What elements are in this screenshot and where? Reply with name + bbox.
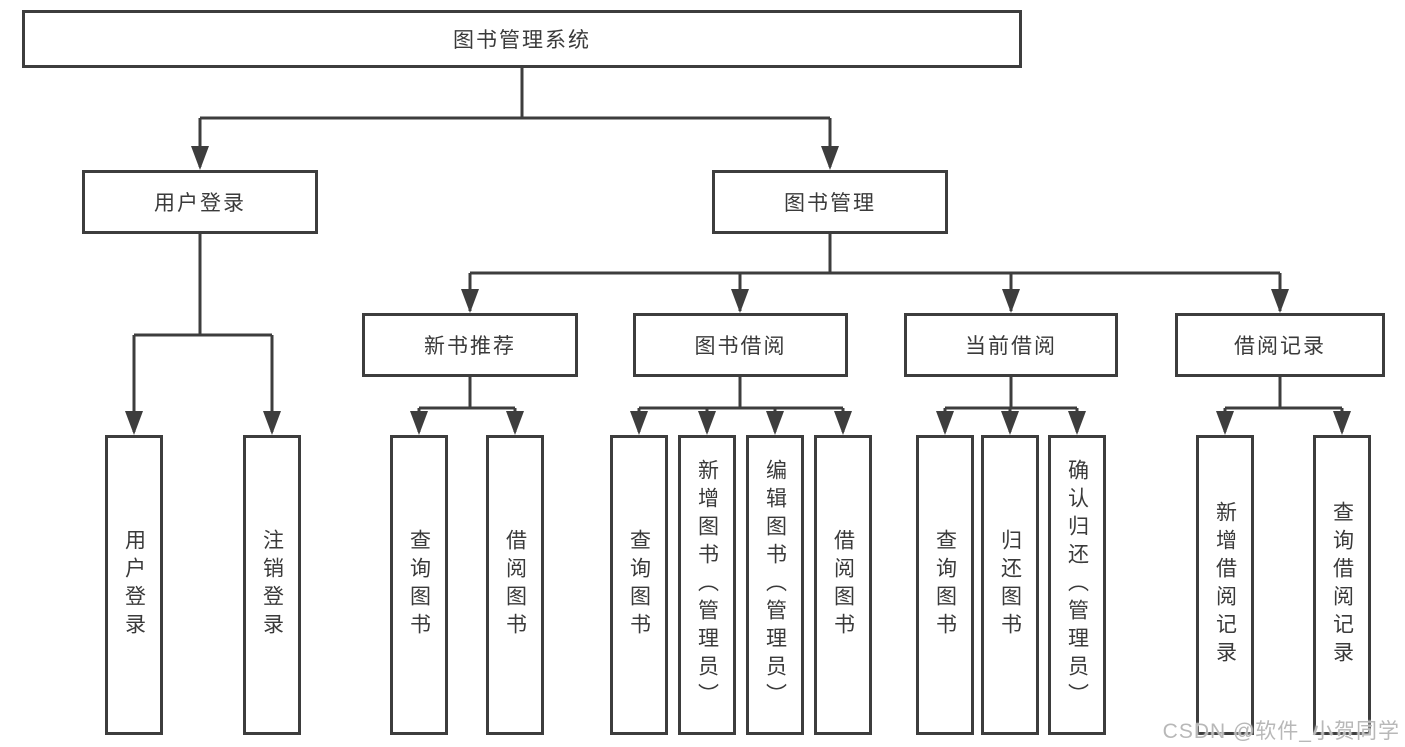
leaf-add-book-admin: 新增图书（管理员） <box>678 435 736 735</box>
leaf-query-books-current-label: 查询图书 <box>933 529 957 641</box>
leaf-add-book-admin-label: 新增图书（管理员） <box>695 459 719 711</box>
leaf-return-books-label: 归还图书 <box>998 529 1022 641</box>
leaf-query-books-recommend: 查询图书 <box>390 435 448 735</box>
node-borrowing-records: 借阅记录 <box>1175 313 1385 377</box>
leaf-confirm-return-admin-label: 确认归还（管理员） <box>1065 459 1089 711</box>
leaf-query-books-borrowing-label: 查询图书 <box>627 529 651 641</box>
leaf-confirm-return-admin: 确认归还（管理员） <box>1048 435 1106 735</box>
leaf-borrow-books-recommend: 借阅图书 <box>486 435 544 735</box>
node-borrowing-records-label: 借阅记录 <box>1234 335 1326 358</box>
leaf-query-books-borrowing: 查询图书 <box>610 435 668 735</box>
leaf-query-borrow-record-label: 查询借阅记录 <box>1330 501 1354 669</box>
leaf-logout: 注销登录 <box>243 435 301 735</box>
node-current-borrowing-label: 当前借阅 <box>965 335 1057 358</box>
node-book-management: 图书管理 <box>712 170 948 234</box>
arrowheads <box>125 146 1351 435</box>
leaf-add-borrow-record: 新增借阅记录 <box>1196 435 1254 735</box>
leaf-add-borrow-record-label: 新增借阅记录 <box>1213 501 1237 669</box>
node-root: 图书管理系统 <box>22 10 1022 68</box>
node-root-label: 图书管理系统 <box>453 29 591 52</box>
leaf-edit-book-admin-label: 编辑图书（管理员） <box>763 459 787 711</box>
csdn-watermark: CSDN @软件_小贺同学 <box>1162 720 1400 743</box>
leaf-logout-label: 注销登录 <box>260 529 284 641</box>
node-book-management-label: 图书管理 <box>784 192 876 215</box>
node-current-borrowing: 当前借阅 <box>904 313 1118 377</box>
leaf-user-login-label: 用户登录 <box>122 529 146 641</box>
leaf-user-login: 用户登录 <box>105 435 163 735</box>
leaf-edit-book-admin: 编辑图书（管理员） <box>746 435 804 735</box>
node-user-login-label: 用户登录 <box>154 192 246 215</box>
leaf-borrow-books-borrowing: 借阅图书 <box>814 435 872 735</box>
node-book-borrowing: 图书借阅 <box>633 313 848 377</box>
leaf-return-books: 归还图书 <box>981 435 1039 735</box>
node-new-book-recommend-label: 新书推荐 <box>424 335 516 358</box>
leaf-query-books-current: 查询图书 <box>916 435 974 735</box>
leaf-query-books-recommend-label: 查询图书 <box>407 529 431 641</box>
leaf-query-borrow-record: 查询借阅记录 <box>1313 435 1371 735</box>
leaf-borrow-books-recommend-label: 借阅图书 <box>503 529 527 641</box>
node-user-login: 用户登录 <box>82 170 318 234</box>
leaf-borrow-books-borrowing-label: 借阅图书 <box>831 529 855 641</box>
node-new-book-recommend: 新书推荐 <box>362 313 578 377</box>
node-book-borrowing-label: 图书借阅 <box>694 335 787 358</box>
